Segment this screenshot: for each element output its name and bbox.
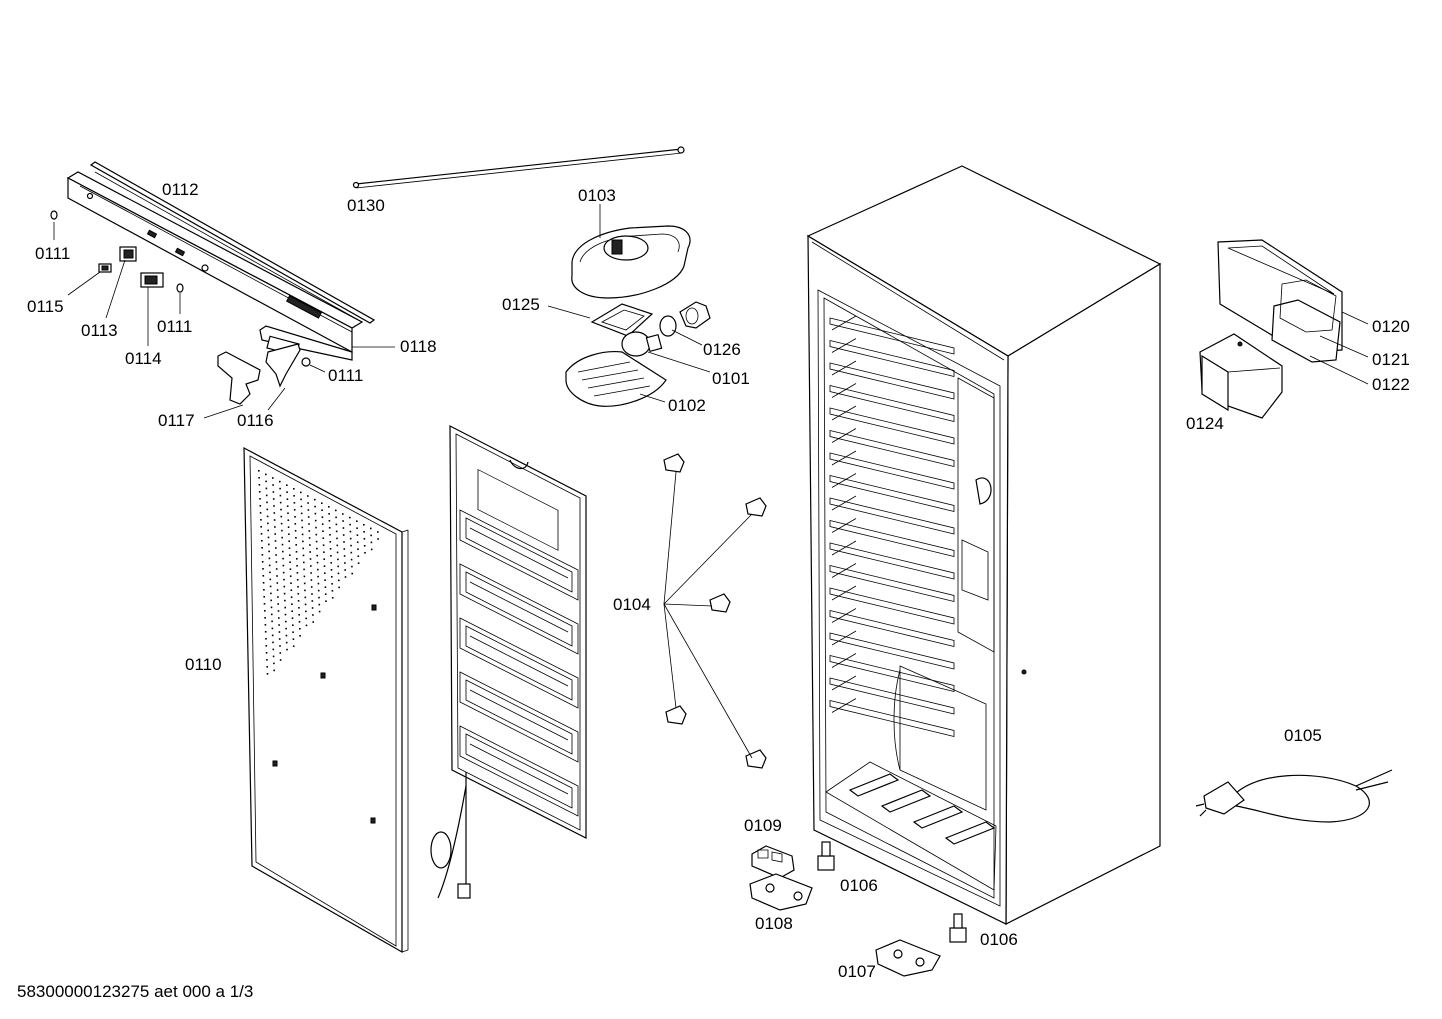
top-rail-part-0112 [66,161,376,354]
rear-bracket-parts-0120-0122 [1217,239,1369,385]
lamp-housing-part-0103 [571,204,691,299]
label-0114: 0114 [125,349,162,368]
label-0111-c: 0111 [328,366,364,385]
label-0110: 0110 [185,655,222,674]
label-0115: 0115 [27,297,64,316]
label-0101: 0101 [712,369,750,388]
document-code-footer: 58300000123275 aet 000 a 1/3 [17,982,254,1001]
label-0118: 0118 [400,337,437,356]
label-0106-a: 0106 [840,876,878,895]
panel-perforation-pattern [258,470,379,675]
label-0116: 0116 [237,411,274,430]
label-0112: 0112 [162,180,199,199]
label-0106-b: 0106 [980,930,1018,949]
label-0117: 0117 [158,411,195,430]
label-0102: 0102 [668,396,706,415]
hinge-parts-0117-0116 [203,343,301,419]
bracket-clips-part-0104 [663,453,767,769]
label-0124: 0124 [1186,414,1224,433]
bottom-parts-group [749,841,967,977]
label-0126: 0126 [703,340,741,359]
label-0107: 0107 [838,962,876,981]
label-0122: 0122 [1372,375,1410,394]
label-0121: 0121 [1372,350,1410,369]
rod-part-0130 [352,146,685,189]
label-0130: 0130 [347,196,385,215]
lamp-parts-group [547,301,711,407]
label-0103: 0103 [578,186,616,205]
power-cord-part-0105 [1195,769,1393,823]
back-panel-part-0110 [243,446,409,954]
label-0111-a: 0111 [35,244,71,263]
refrigerator-cabinet [806,165,1162,925]
evaporator-plate [430,425,587,899]
small-parts-group [50,210,326,373]
label-0108: 0108 [755,914,793,933]
label-0120: 0120 [1372,317,1410,336]
label-0109: 0109 [744,816,782,835]
label-0105: 0105 [1284,726,1322,745]
label-0113: 0113 [81,321,118,340]
cover-box-part-0124 [1199,333,1283,419]
label-0111-b: 0111 [157,317,193,336]
label-0104: 0104 [613,595,651,614]
label-0125: 0125 [502,295,540,314]
